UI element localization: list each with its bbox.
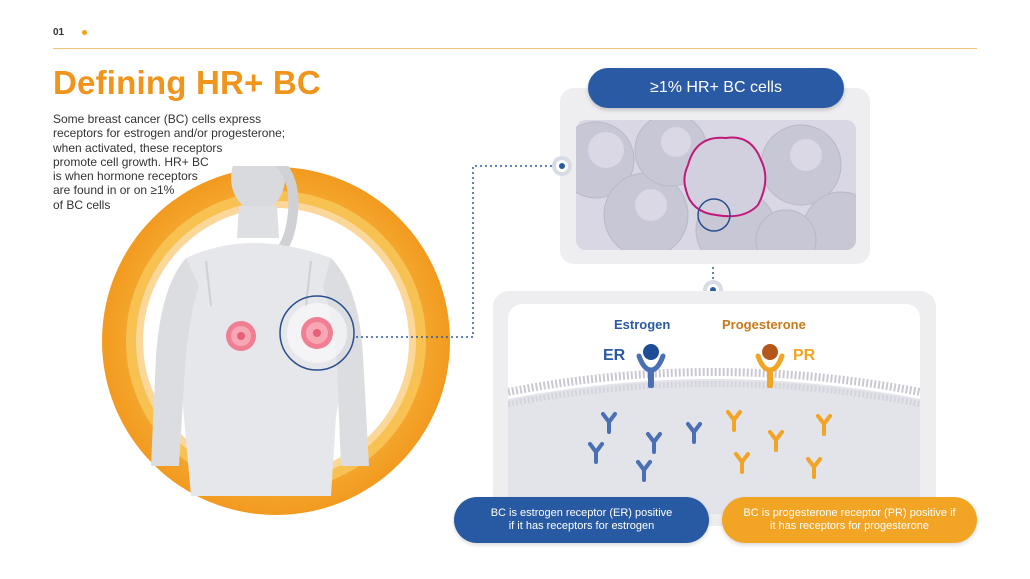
cells-image: [576, 120, 856, 250]
estrogen-label: Estrogen: [614, 317, 671, 332]
description: Some breast cancer (BC) cells express re…: [53, 112, 303, 212]
er-pill-line: BC is estrogen receptor (ER) positive: [490, 507, 673, 519]
receptor-illustration: [508, 304, 920, 514]
description-line: promote cell growth. HR+ BC: [53, 154, 209, 169]
pr-pill-line: it has receptors for progesterone: [770, 520, 929, 532]
hr-cells-label: ≥1% HR+ BC cells: [588, 68, 844, 108]
er-label: ER: [603, 347, 626, 364]
page-title: Defining HR+ BC: [53, 64, 321, 101]
hr-positive-cell-outline: [683, 136, 767, 218]
pr-positive-pill: BC is progesterone receptor (PR) positiv…: [722, 497, 977, 543]
breast-left: [226, 321, 256, 351]
connector-node: [556, 160, 568, 172]
er-pill-line: if it has receptors for estrogen: [508, 520, 655, 532]
accent-dot: [82, 30, 87, 35]
pr-pill-line: BC is progesterone receptor (PR) positiv…: [743, 507, 956, 519]
pr-receptor-icon: [755, 344, 785, 388]
description-line: Some breast cancer (BC) cells express: [53, 112, 262, 126]
er-receptors-free: [588, 412, 702, 482]
slide-number: 01: [53, 27, 65, 38]
body-figure-ring: [101, 166, 451, 516]
description-line: are found in or on ≥1%: [53, 183, 175, 198]
er-receptor-icon: [636, 344, 666, 388]
er-positive-pill: BC is estrogen receptor (ER) positive if…: [454, 497, 709, 543]
description-line: when activated, these receptors: [53, 140, 223, 155]
pr-label: PR: [793, 347, 816, 364]
pr-receptors-free: [726, 410, 832, 479]
progesterone-label: Progesterone: [722, 317, 806, 332]
breast-right-highlight: [279, 295, 355, 371]
header-rule: [53, 48, 977, 49]
description-line: is when hormone receptors: [53, 169, 198, 184]
description-line: receptors for estrogen and/or progestero…: [53, 126, 286, 141]
description-line: of BC cells: [53, 197, 111, 212]
